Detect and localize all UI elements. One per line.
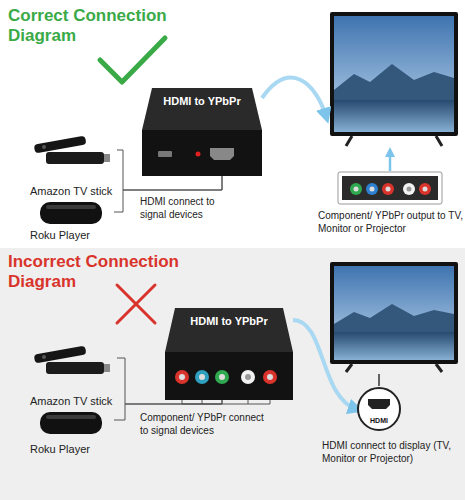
converter-illustration [142, 88, 262, 176]
fire-stick-illustration [104, 364, 110, 372]
component-panel [382, 183, 394, 195]
component-panel [407, 187, 412, 192]
fire-stick-illustration [42, 145, 46, 149]
port-callout: HDMI [356, 386, 402, 432]
component-panel [338, 172, 442, 204]
cross-mark [117, 285, 155, 323]
component-panel [386, 187, 391, 192]
fire-stick-illustration [34, 346, 110, 374]
callout-circle [358, 388, 400, 430]
converter-illustration [199, 374, 205, 380]
converter-illustration [241, 370, 255, 384]
callout-circle [356, 386, 402, 432]
component-panel [370, 187, 375, 192]
component-panel [354, 187, 359, 192]
converter-illustration [142, 130, 262, 176]
component-panel [419, 183, 431, 195]
section-heading: Incorrect Connection Diagram [8, 252, 213, 293]
tv-illustration [334, 16, 454, 132]
roku-illustration [40, 202, 102, 224]
signal-arrow [262, 78, 326, 116]
converter-illustration [196, 152, 201, 157]
cross-mark [117, 285, 155, 323]
tv-illustration [330, 12, 458, 146]
section-band [0, 248, 465, 500]
converter-illustration [219, 374, 225, 380]
roku-illustration [40, 202, 102, 224]
hdmi-port-symbol [368, 399, 390, 409]
roku-illustration [40, 412, 102, 434]
fire-stick-illustration [46, 362, 104, 374]
converter-illustration [263, 370, 277, 384]
device-node: Amazon TV stick [28, 346, 117, 408]
connector [293, 320, 356, 409]
converter-illustration [215, 370, 229, 384]
tv-illustration [334, 332, 454, 360]
tv-illustration [330, 262, 458, 364]
fire-stick-illustration [34, 346, 87, 364]
fire-stick-illustration [34, 136, 87, 154]
fire-stick-illustration [104, 154, 110, 162]
signal-arrow [389, 152, 392, 171]
converter-illustration [267, 374, 273, 380]
converter-illustration [165, 352, 293, 400]
component-panel [403, 183, 415, 195]
device-node: Roku Player [28, 408, 114, 456]
bracket-lines [182, 400, 270, 404]
device-node: Roku Player [28, 198, 114, 242]
connector [117, 358, 222, 404]
note-text: Component/ YPbPr output to TV, Monitor o… [318, 210, 463, 235]
tv-illustration [330, 12, 458, 136]
node-text: Amazon TV stick [30, 395, 112, 407]
fire-stick-illustration [46, 152, 104, 164]
tv-illustration [346, 136, 442, 146]
converter-box: HDMI to YPbPr [165, 308, 293, 400]
converter-box: HDMI to YPbPr [142, 88, 262, 176]
converter-illustration [175, 370, 189, 384]
tv-illustration [334, 266, 454, 360]
node-text: Roku Player [30, 229, 90, 241]
fire-stick-illustration [42, 355, 46, 359]
node-text: HDMI [370, 417, 388, 424]
tv-illustration [330, 262, 458, 372]
fire-stick-illustration [34, 136, 110, 164]
converter-illustration [245, 374, 251, 380]
tv-illustration [334, 100, 454, 132]
component-panel [338, 172, 442, 204]
converter-illustration [142, 88, 262, 130]
node-text: Amazon TV stick [30, 185, 112, 197]
tv-illustration [334, 304, 454, 332]
roku-illustration [40, 412, 102, 434]
note-text: HDMI connect to display (TV, Monitor or … [322, 440, 460, 465]
node-text: Roku Player [30, 443, 90, 455]
component-panel [342, 176, 438, 200]
section-heading: Correct Connection Diagram [8, 6, 193, 47]
bracket-lines [182, 400, 270, 404]
component-panel [366, 183, 378, 195]
component-panel [350, 183, 362, 195]
node-text: HDMI to YPbPr [163, 95, 240, 107]
leader-line [378, 374, 380, 386]
roku-illustration [46, 415, 96, 419]
device-node: Amazon TV stick [28, 136, 117, 198]
converter-illustration [179, 374, 185, 380]
check-mark [100, 38, 165, 82]
node-text: HDMI to YPbPr [190, 315, 267, 327]
note-text: Component/ YPbPr connect to signal devic… [140, 412, 265, 437]
component-panel [423, 187, 428, 192]
connector [117, 150, 222, 190]
tv-illustration [334, 64, 454, 100]
converter-illustration [165, 308, 293, 400]
converter-illustration [210, 148, 234, 160]
converter-illustration [158, 151, 172, 157]
converter-illustration [195, 370, 209, 384]
converter-illustration [165, 308, 293, 352]
tv-illustration [346, 364, 442, 372]
cross-mark [117, 285, 155, 323]
roku-illustration [46, 205, 96, 209]
note-text: HDMI connect to signal devices [140, 196, 240, 221]
